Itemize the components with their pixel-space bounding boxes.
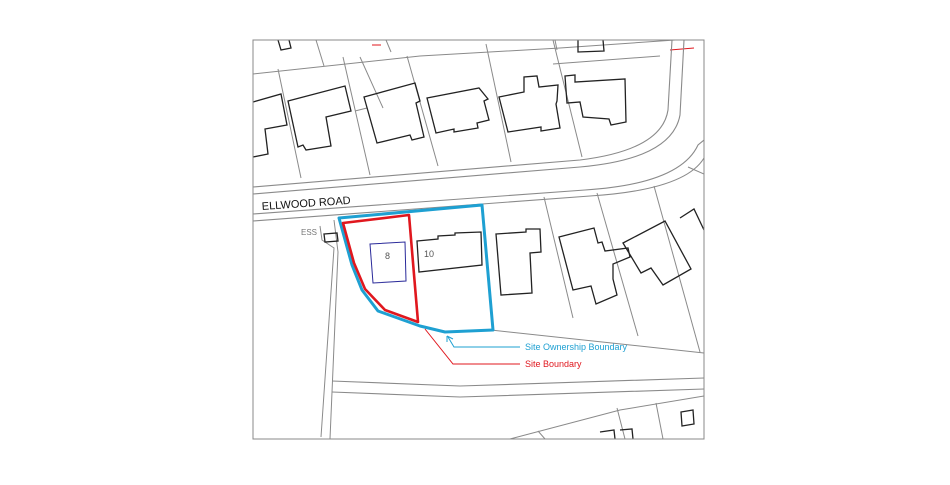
plot-number-10: 10 — [424, 249, 434, 259]
plot-number-8: 8 — [385, 251, 390, 261]
plot-8-outline — [369, 241, 407, 284]
site-leader-line — [424, 328, 520, 365]
site-boundary — [341, 213, 420, 324]
building — [426, 87, 490, 134]
building — [564, 74, 627, 126]
site-ownership-boundary — [337, 203, 495, 334]
map-border — [252, 39, 705, 440]
building — [253, 93, 288, 158]
building — [495, 228, 542, 296]
ownership-leader-line — [447, 336, 520, 348]
ess-label: ESS — [301, 228, 317, 237]
road-edge — [331, 377, 704, 387]
road-edge — [253, 40, 673, 188]
building — [277, 40, 292, 51]
site-legend-label: Site Boundary — [525, 359, 582, 369]
ownership-leader-arrow — [446, 335, 454, 342]
building-10 — [416, 231, 483, 273]
building — [558, 227, 631, 305]
ess-box — [323, 232, 339, 243]
building — [287, 85, 352, 151]
ownership-legend-label: Site Ownership Boundary — [525, 342, 628, 352]
plot-boundary — [319, 225, 335, 438]
plot-boundary — [253, 40, 683, 75]
